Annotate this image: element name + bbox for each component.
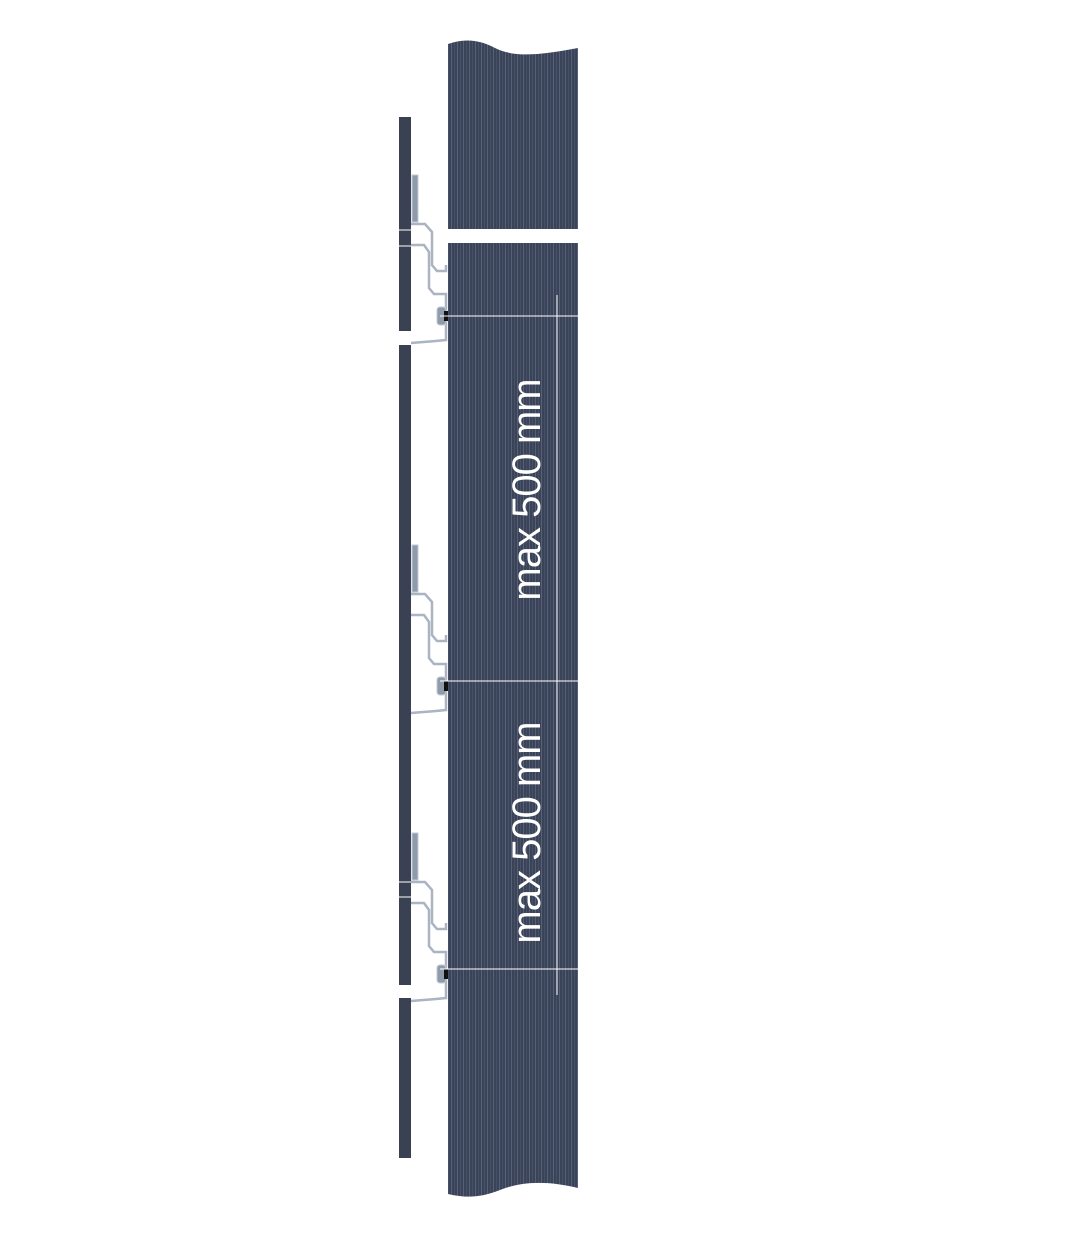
mounting-bracket [409,543,450,715]
cladding-panel [399,345,411,985]
cladding-panel [399,998,411,1158]
cladding-panel [399,117,411,331]
dimension-label-upper: max 500 mm [505,379,549,600]
post-upper-segment [448,40,578,229]
mounting-bracket [409,831,450,1003]
post-main-segment [448,243,578,1197]
dimension-label-lower: max 500 mm [505,722,549,943]
mounting-bracket [409,173,450,345]
